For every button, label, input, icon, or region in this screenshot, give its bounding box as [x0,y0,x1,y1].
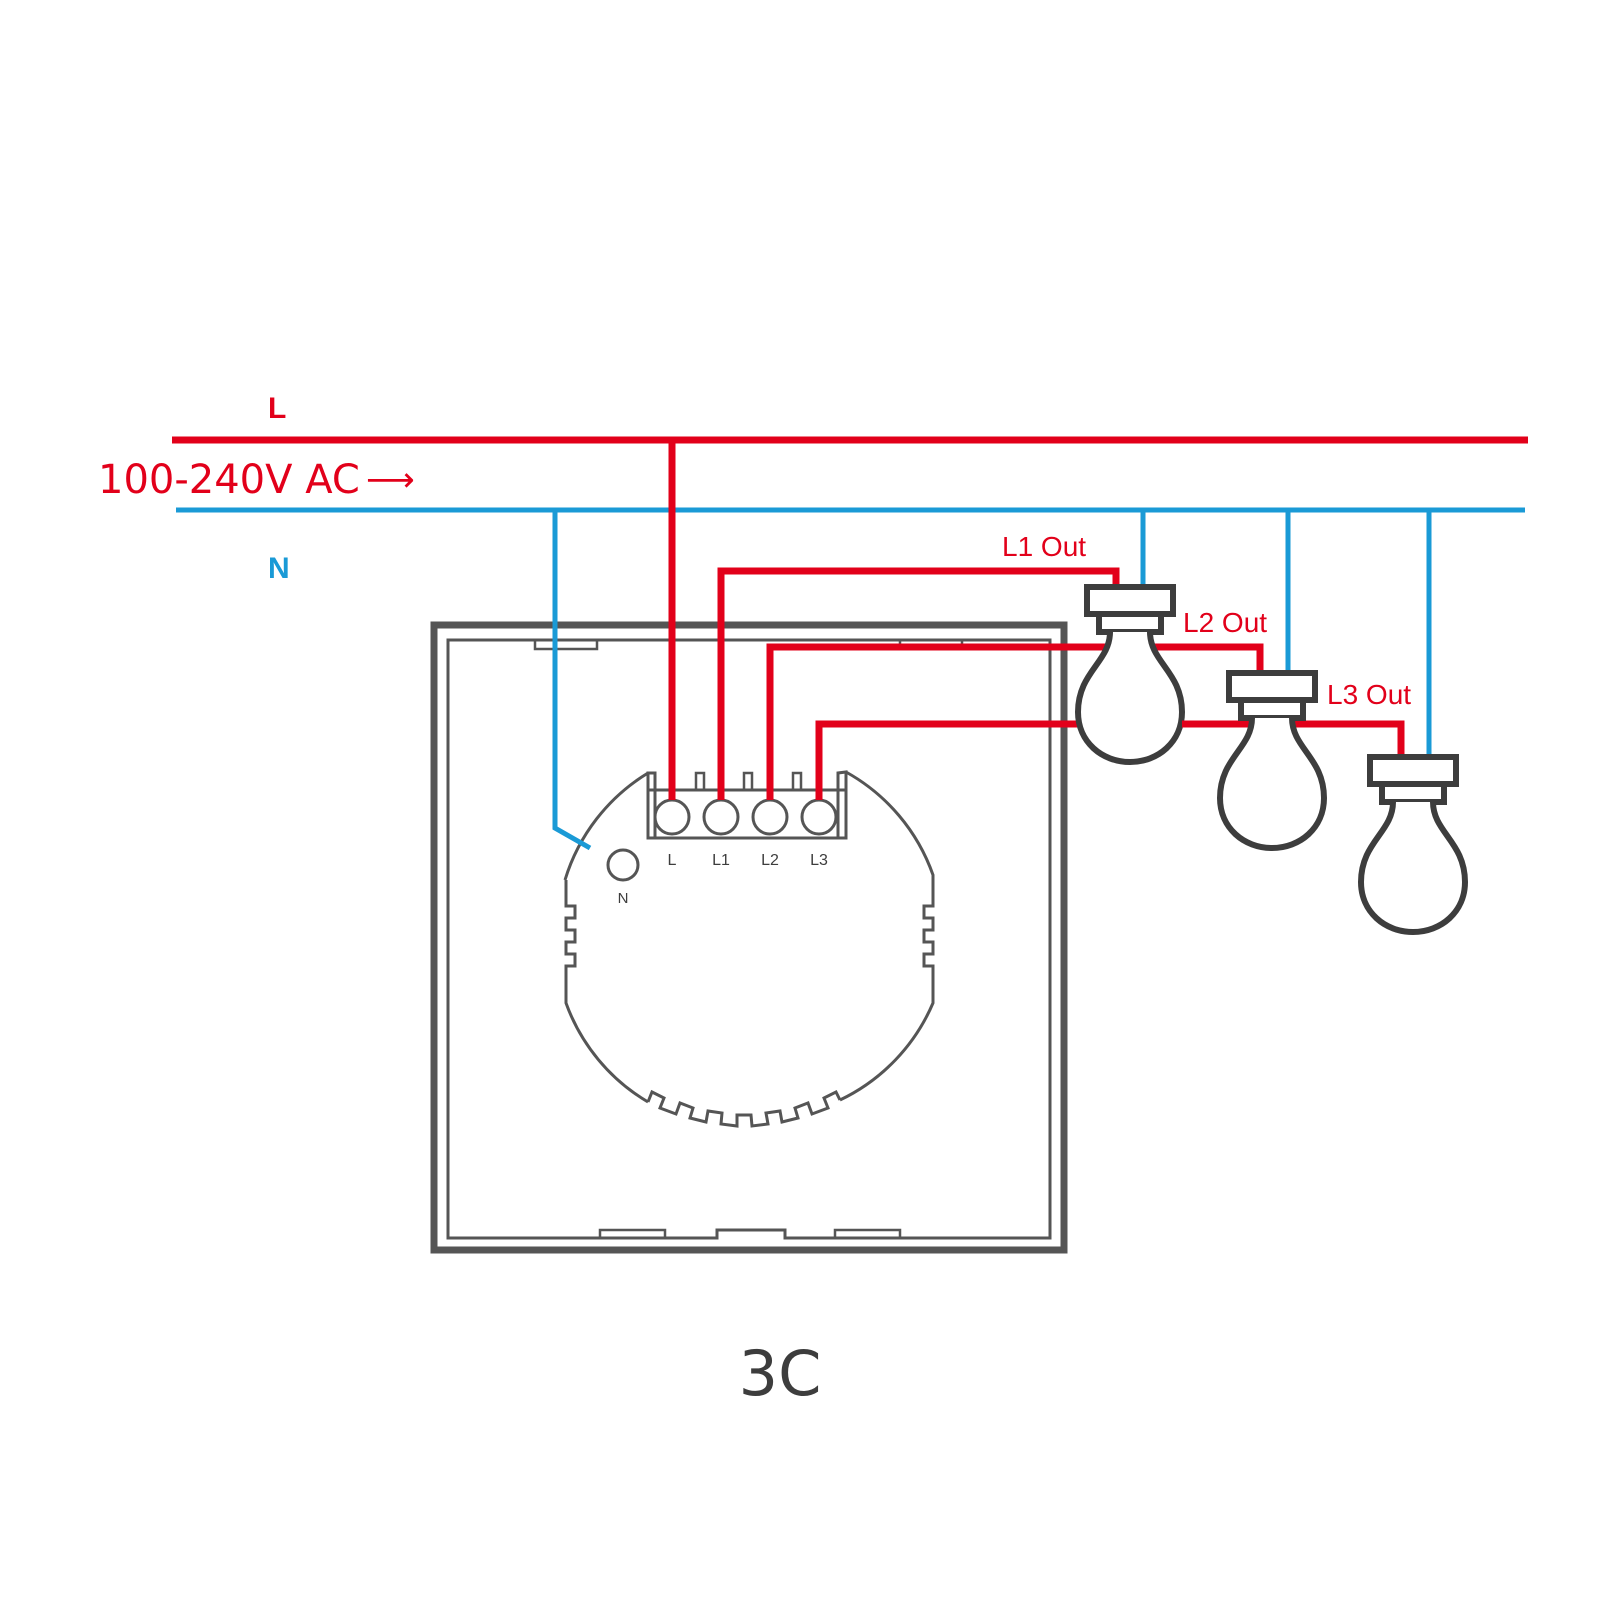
l2-out-wire [766,643,1264,800]
bulb-2-cap [1226,670,1318,703]
l2-out-label: L2 Out [1183,607,1267,638]
neutral-label: N [268,552,290,585]
terminal-label-L2: L2 [761,852,779,869]
bulb-3-cap [1367,754,1459,787]
terminal-label-L1: L1 [712,852,730,869]
plate-clip-top-left [533,638,599,651]
l1-out-label: L1 Out [1002,531,1086,562]
live-label: L [268,392,286,425]
plate-outer-border [430,621,1068,1254]
bulb-1 [1074,584,1186,766]
light-bulb-icon [1357,801,1469,936]
bulb-2 [1216,670,1328,852]
plate-inner-border [446,638,1052,1240]
bulb-3-base [1379,781,1447,805]
module-outline [563,770,935,1104]
module-bottom-teeth [646,1089,842,1128]
switch-module [563,770,935,1128]
terminal-screw-L [653,798,691,836]
neutral-to-switch-wire [552,510,592,851]
diagram-caption: 3C [739,1337,822,1410]
plate-clip-bottom-left [598,1228,667,1240]
arrow-icon: ⟶ [366,460,415,500]
terminal-label-L: L [668,852,677,869]
voltage-label: 100-240V AC [98,457,360,503]
terminal-screw-N [606,848,640,882]
bulb-1-base [1096,611,1164,635]
l1-out-wire [717,567,1120,800]
neutral-wires [552,510,1432,851]
bulb-2-base [1238,697,1306,721]
plate-clip-bottom-right [833,1228,902,1240]
bulb-1-cap [1084,584,1176,617]
terminal-label-N: N [618,890,629,907]
terminal-screw-L1 [702,798,740,836]
light-bulb-icon [1074,631,1186,766]
live-wire-segments-front [1173,643,1401,728]
terminal-screw-L2 [751,798,789,836]
switch-plate [430,621,1068,1254]
terminal-screw-L3 [800,798,838,836]
light-bulb-icon [1216,717,1328,852]
l3-out-label: L3 Out [1327,679,1411,710]
terminal-pins [694,771,803,792]
terminal-label-L3: L3 [810,852,828,869]
bulb-3 [1357,754,1469,936]
